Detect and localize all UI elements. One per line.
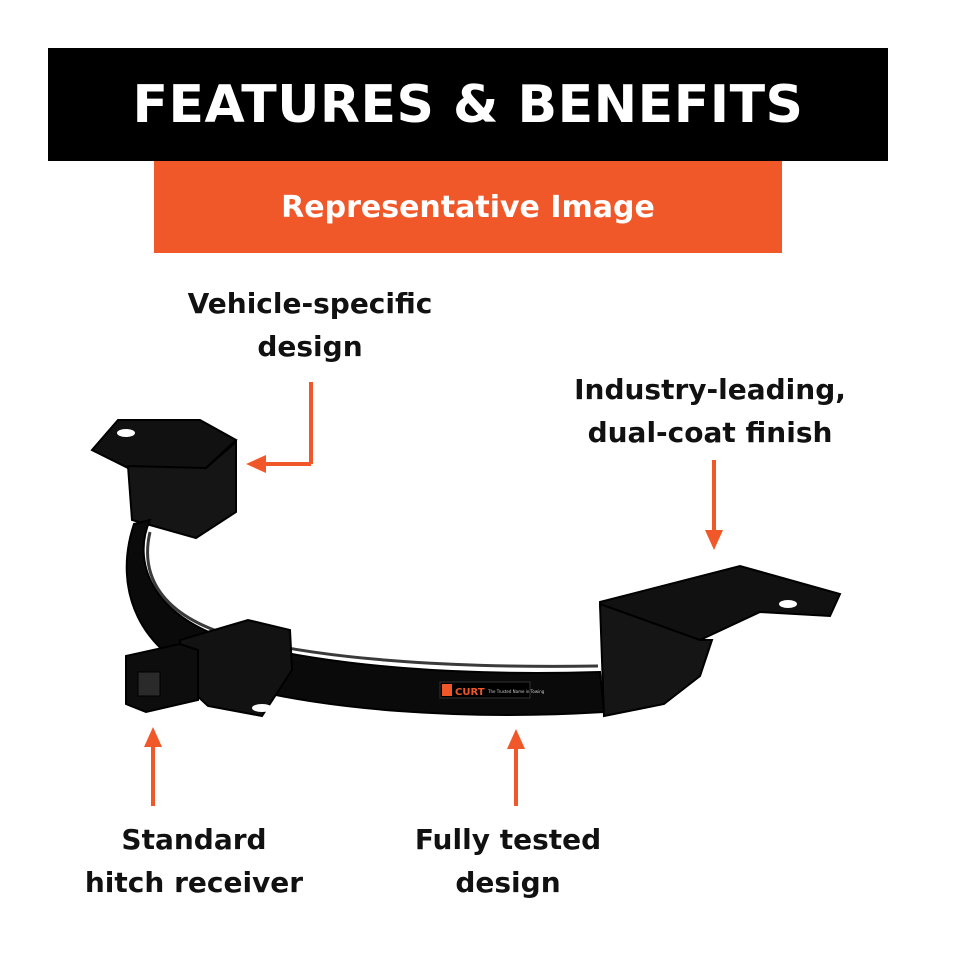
subtitle: Representative Image	[281, 189, 655, 225]
callout-industry-leading: Industry-leading, dual-coat finish	[560, 368, 860, 454]
callout-line: Fully tested	[414, 823, 602, 856]
trailer-hitch-image: CURT The Trusted Name in Towing	[90, 419, 842, 718]
callout-line: Standard	[121, 823, 267, 856]
title-banner: FEATURES & BENEFITS	[48, 48, 888, 161]
brand-tagline: The Trusted Name in Towing	[487, 689, 545, 694]
subtitle-banner: Representative Image	[154, 161, 782, 253]
callout-line: hitch receiver	[84, 866, 304, 899]
callout-line: Industry-leading,	[574, 373, 846, 406]
arrow-icon	[705, 460, 723, 550]
callout-vehicle-specific: Vehicle-specific design	[170, 282, 450, 368]
callout-line: design	[257, 330, 363, 363]
callout-line: Vehicle-specific	[187, 287, 433, 320]
callout-standard-receiver: Standard hitch receiver	[74, 818, 314, 904]
curt-logo-label: CURT The Trusted Name in Towing	[439, 681, 545, 699]
callout-line: dual-coat finish	[587, 416, 833, 449]
callout-fully-tested: Fully tested design	[398, 818, 618, 904]
arrow-icon	[246, 382, 313, 473]
page-title: FEATURES & BENEFITS	[132, 74, 804, 135]
brand-label: CURT	[455, 687, 485, 698]
arrow-icon	[507, 729, 525, 806]
callout-line: design	[455, 866, 561, 899]
arrow-icon	[144, 727, 162, 806]
